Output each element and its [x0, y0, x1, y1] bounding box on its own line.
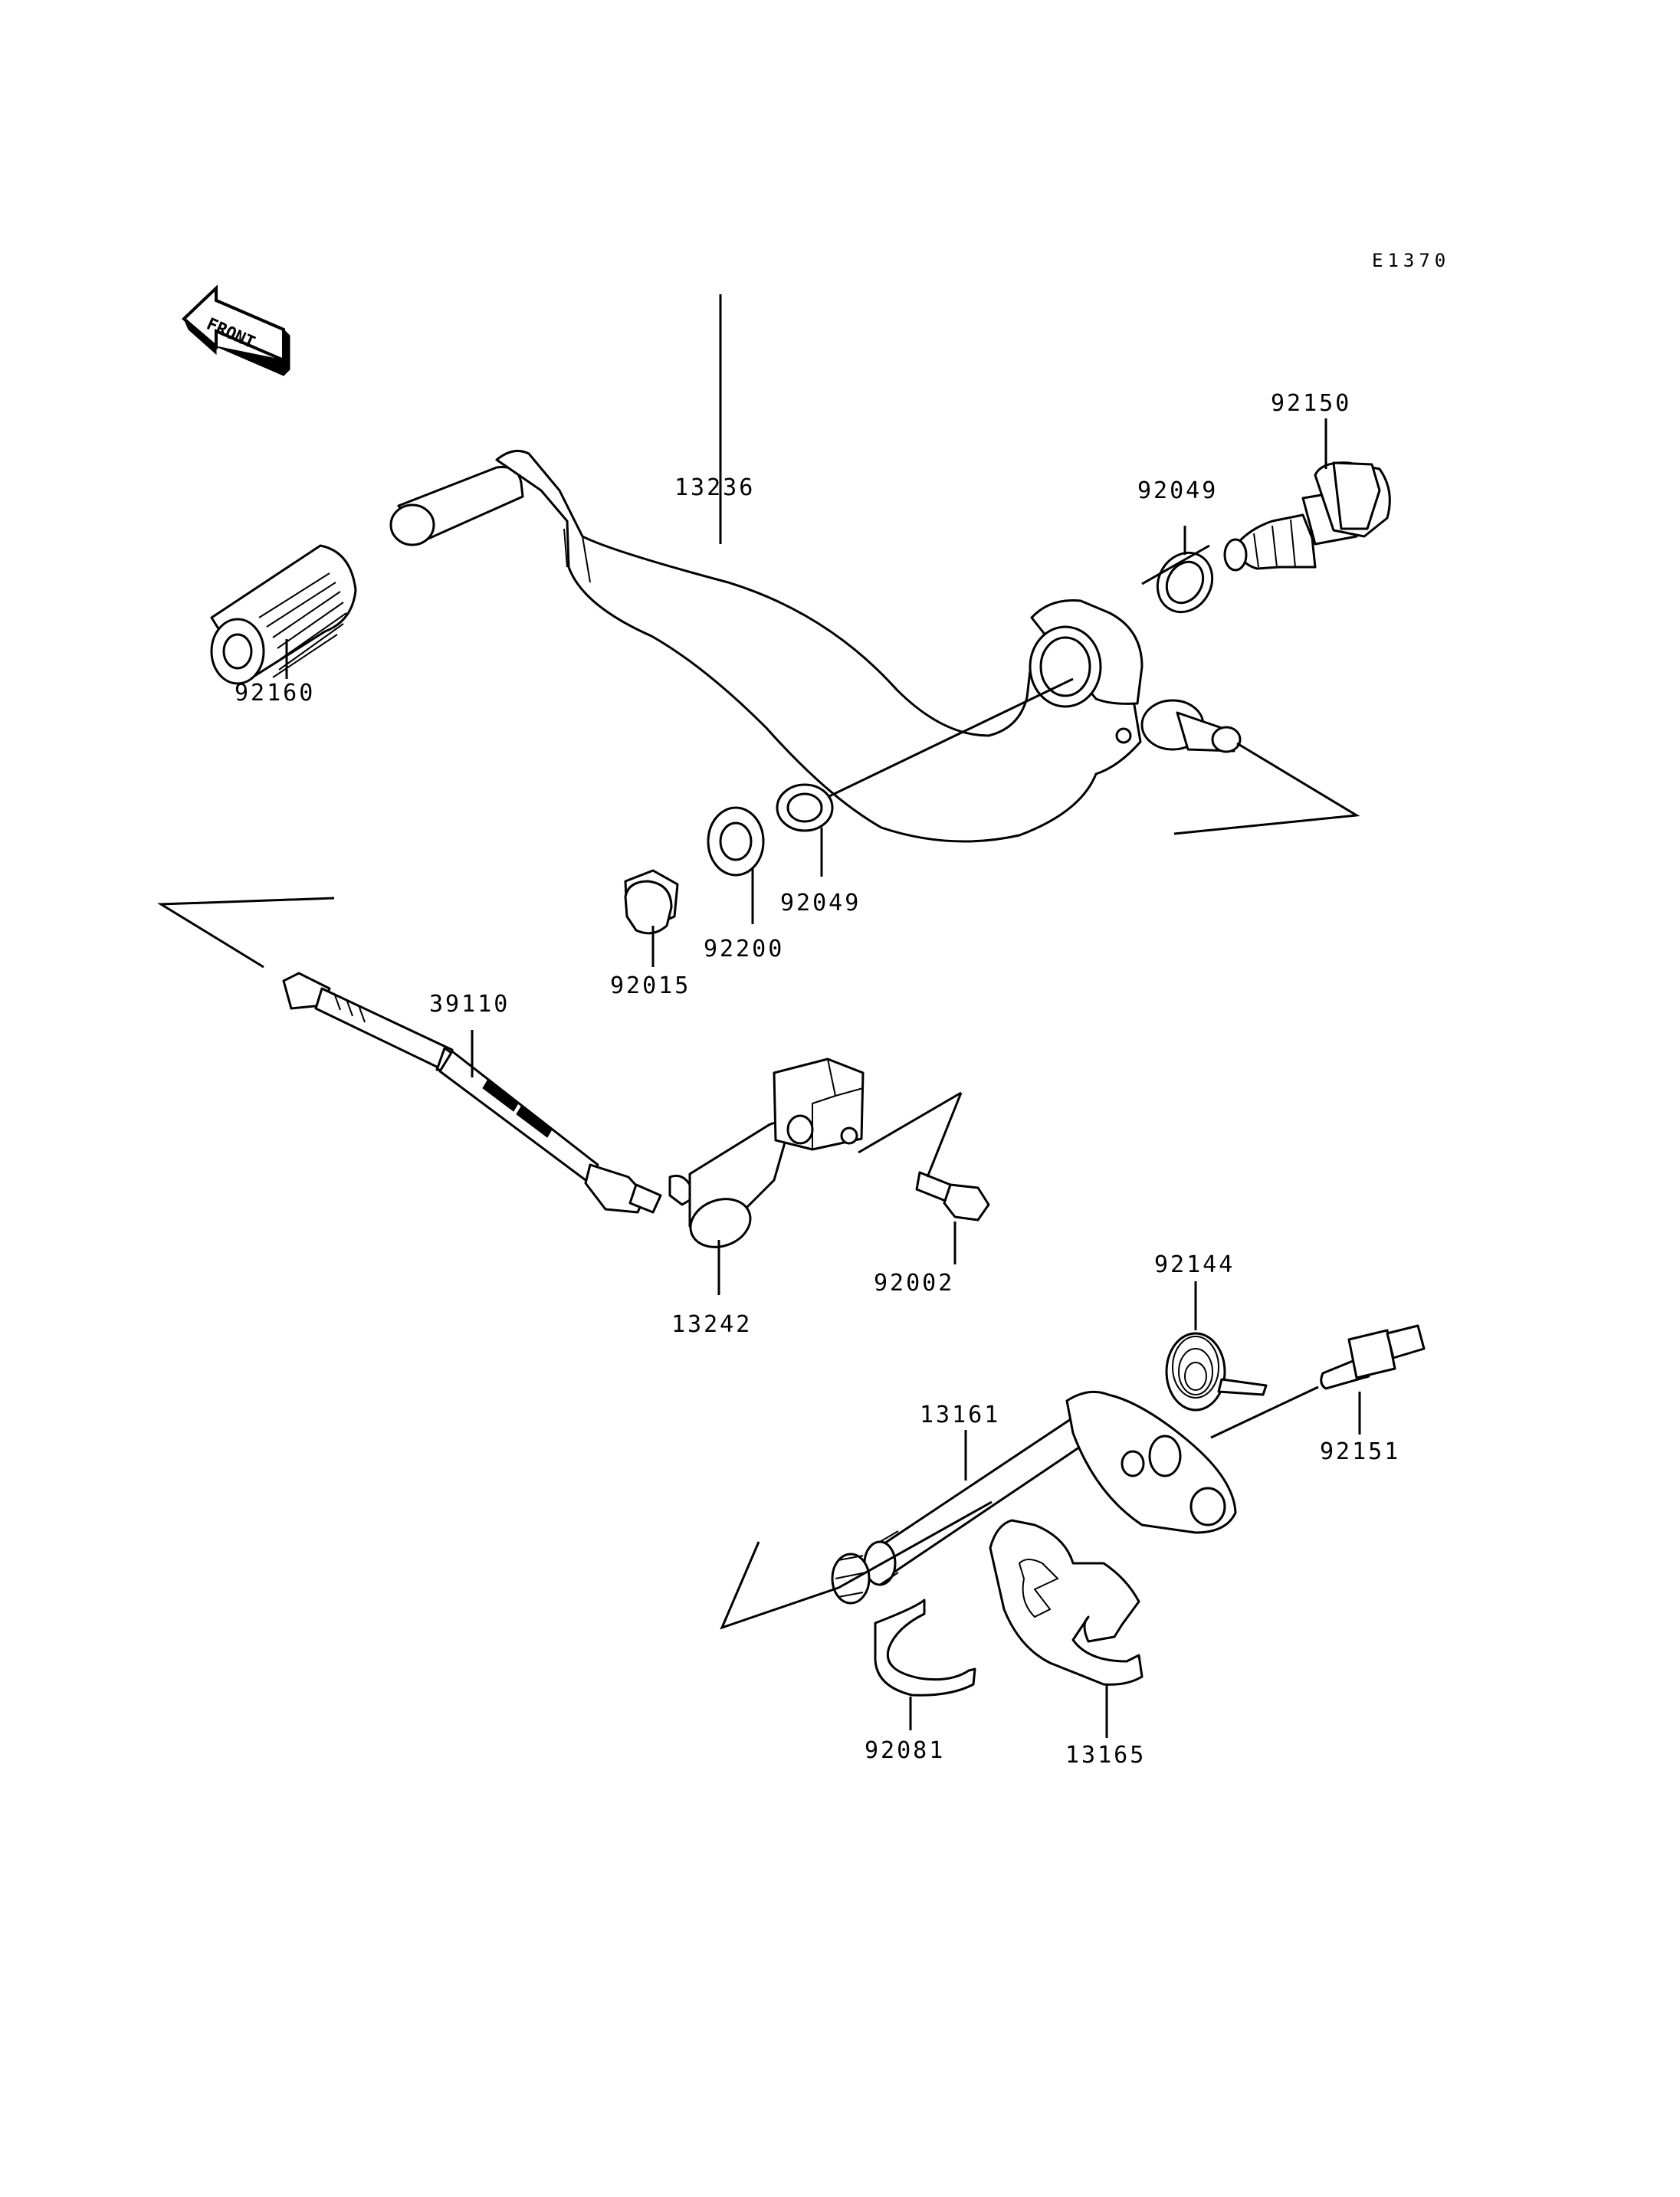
tie-rod-39110 [282, 972, 662, 1214]
diagram-code: E1370 [1372, 250, 1450, 271]
shift-arm-13242 [668, 1058, 865, 1248]
return-spring-92144 [1165, 1332, 1268, 1412]
bolt-92002 [915, 1171, 990, 1221]
circlip-92081 [874, 1599, 976, 1697]
washer-92049-top [1156, 551, 1214, 614]
shift-plate-13165 [989, 1519, 1144, 1686]
label-92151: 92151 [1320, 1438, 1400, 1465]
label-13236: 13236 [674, 474, 755, 501]
leader-lines [156, 294, 1361, 1738]
label-92002: 92002 [874, 1270, 954, 1297]
label-92049-top: 92049 [1137, 477, 1218, 504]
washer-92200 [707, 806, 765, 877]
washer-92049-bottom [776, 783, 834, 832]
pivot-bolt-92150 [1223, 461, 1391, 572]
pedal-rubber-92160 [210, 544, 357, 685]
label-13165: 13165 [1065, 1742, 1146, 1769]
label-92049-bottom: 92049 [780, 890, 861, 917]
shift-shaft-13161 [831, 1390, 1237, 1605]
label-92160: 92160 [235, 680, 315, 707]
label-92144: 92144 [1154, 1251, 1235, 1278]
label-92150: 92150 [1271, 390, 1351, 417]
label-13161: 13161 [920, 1402, 1000, 1428]
label-13242: 13242 [671, 1311, 752, 1338]
shift-pedal-13236 [389, 449, 1242, 843]
front-arrow-icon: FRONT [182, 284, 290, 377]
label-92081: 92081 [865, 1737, 945, 1764]
part-labels: 13236 92150 92049 92160 92049 92200 9201… [235, 390, 1400, 1769]
stud-92151 [1320, 1324, 1426, 1390]
cap-nut-92015 [624, 869, 679, 935]
label-39110: 39110 [429, 991, 510, 1018]
label-92015: 92015 [610, 972, 691, 999]
label-92200: 92200 [704, 936, 784, 962]
